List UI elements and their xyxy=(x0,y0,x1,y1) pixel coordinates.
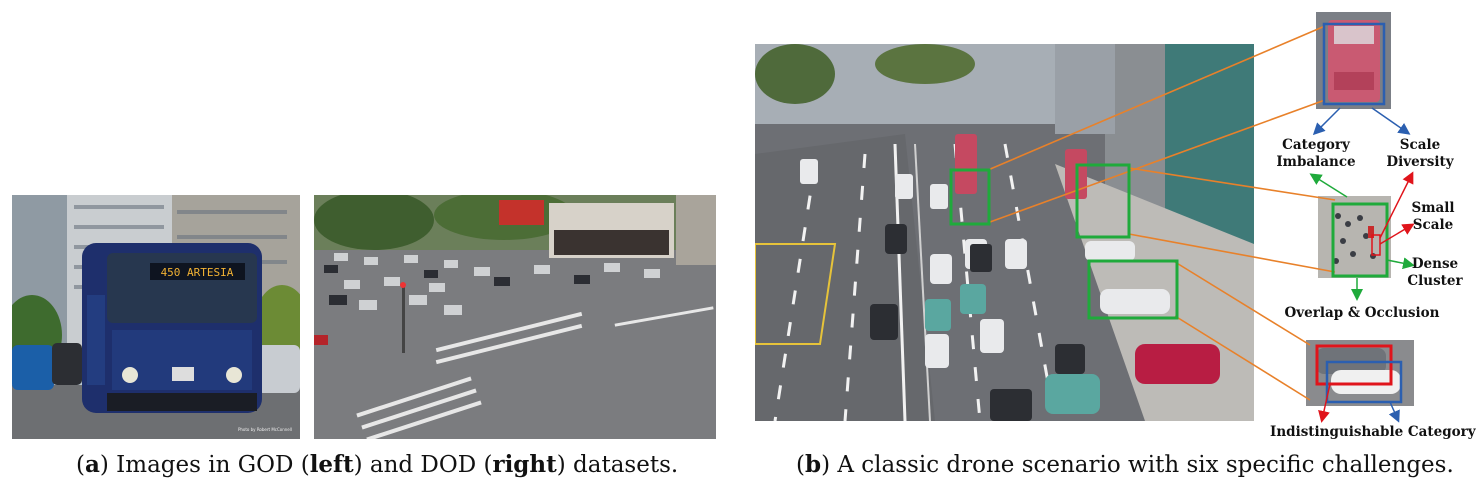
label-overlap-occlusion: Overlap & Occlusion xyxy=(1284,305,1440,321)
label-dense-cluster: Dense Cluster xyxy=(1405,256,1465,290)
label-scale-diversity-line1: Scale xyxy=(1399,137,1441,153)
bus-destination-sign: 450 ARTESIA xyxy=(161,266,234,279)
label-dense-cluster-line2: Cluster xyxy=(1407,273,1463,289)
caption-b-tag: b xyxy=(804,451,822,478)
label-small-scale-line2: Scale xyxy=(1412,217,1454,233)
label-category-imbalance-line1: Category xyxy=(1282,137,1350,153)
dod-intersection-image xyxy=(314,195,716,439)
caption-a-text3: ) datasets. xyxy=(556,452,679,478)
label-dense-cluster-line1: Dense xyxy=(1411,256,1459,272)
crop-bus xyxy=(1316,12,1391,109)
caption-a: (a) Images in GOD (left) and DOD (right)… xyxy=(76,451,679,478)
photo-credit: Photo by Robert McConnell xyxy=(238,427,292,432)
caption-a-left: left xyxy=(309,451,354,478)
caption-b: (b) A classic drone scenario with six sp… xyxy=(796,451,1454,478)
caption-b-text: A classic drone scenario with six specif… xyxy=(830,452,1454,478)
label-category-imbalance-line2: Imbalance xyxy=(1276,154,1356,170)
god-bus-image: 450 ARTESIA Photo by Robert McConnell xyxy=(12,195,300,439)
label-category-imbalance: Category Imbalance xyxy=(1268,137,1364,171)
label-small-scale: Small Scale xyxy=(1405,200,1461,234)
label-scale-diversity-line2: Diversity xyxy=(1386,154,1454,170)
label-small-scale-line1: Small xyxy=(1411,200,1455,216)
caption-a-tag: a xyxy=(84,451,100,478)
crop-dense-crowd xyxy=(1318,196,1391,278)
crop-overlapping-cars xyxy=(1306,340,1414,406)
caption-a-right: right xyxy=(492,451,557,478)
caption-a-text2: ) and DOD ( xyxy=(353,452,493,478)
label-indistinguishable-category: Indistinguishable Category xyxy=(1270,424,1476,440)
label-scale-diversity: Scale Diversity xyxy=(1375,137,1465,171)
drone-scene-image xyxy=(755,44,1254,421)
caption-a-text1: Images in GOD ( xyxy=(108,452,310,478)
